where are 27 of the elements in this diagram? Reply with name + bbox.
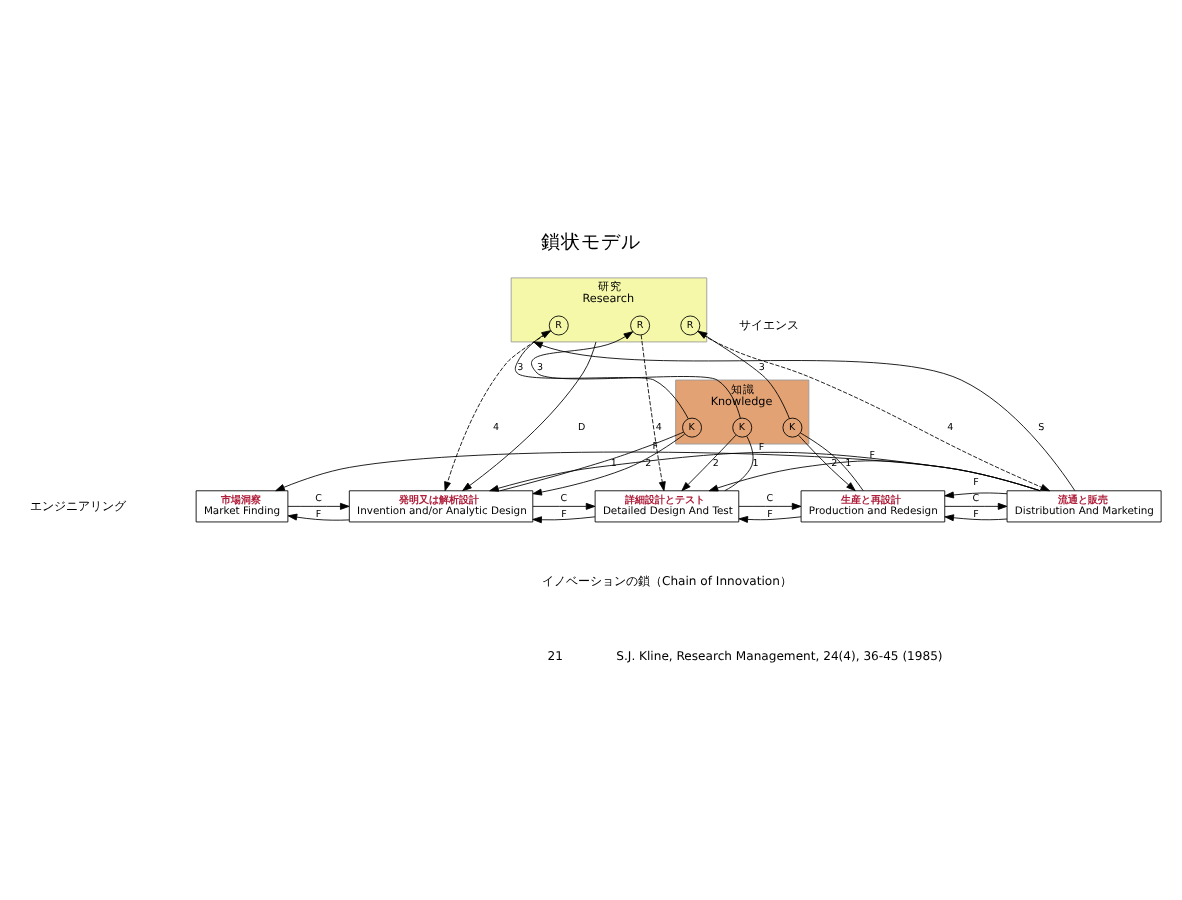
arrow xyxy=(944,490,1008,498)
diagram-title: 鎖状モデル xyxy=(541,231,641,254)
arrow xyxy=(944,501,1008,509)
arrow xyxy=(681,433,737,491)
arrow xyxy=(738,514,802,522)
arrow xyxy=(532,501,596,509)
arrow xyxy=(738,501,802,509)
arrow xyxy=(798,433,856,491)
connector xyxy=(724,434,754,491)
arrow xyxy=(489,450,1041,491)
arrow xyxy=(462,340,597,491)
arrow xyxy=(533,340,1076,491)
arrow xyxy=(444,329,552,491)
arrow xyxy=(287,501,350,509)
connector xyxy=(800,431,864,491)
arrow xyxy=(944,513,1008,521)
arrow xyxy=(708,459,1041,491)
arrow xyxy=(531,330,741,418)
arrow xyxy=(697,330,1051,491)
arrow xyxy=(640,333,666,491)
arrow xyxy=(275,450,1041,491)
arrow xyxy=(532,515,596,523)
arrow xyxy=(514,329,689,419)
arrow xyxy=(532,432,686,495)
connector xyxy=(499,430,685,491)
arrow xyxy=(287,512,350,520)
arrow xyxy=(697,329,790,418)
